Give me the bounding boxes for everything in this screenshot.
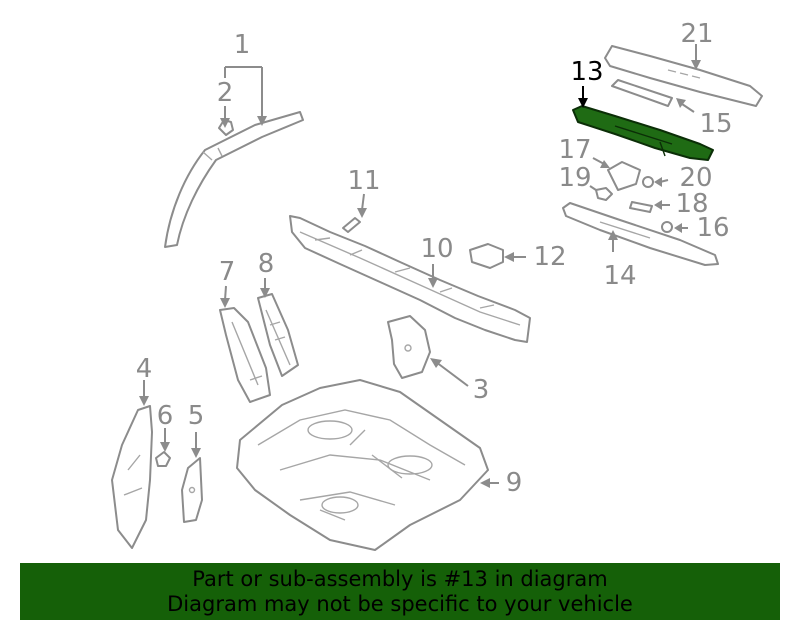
callout-4: 4 xyxy=(136,354,153,384)
part-10-dash-panel xyxy=(289,215,531,343)
callout-8: 8 xyxy=(258,249,275,279)
callout-5: 5 xyxy=(188,401,205,431)
part-11-bolt xyxy=(342,217,361,233)
parts-diagram: 1 2 3 4 5 6 7 8 9 10 11 12 13 14 15 16 1… xyxy=(111,19,763,551)
callout-12: 12 xyxy=(533,242,566,272)
callout-15: 15 xyxy=(699,109,732,139)
part-1-pillar-trim xyxy=(164,111,304,248)
part-19-plug xyxy=(595,187,613,201)
info-banner: Part or sub-assembly is #13 in diagram D… xyxy=(20,563,780,620)
part-14-lower-sill xyxy=(562,202,719,266)
callout-16: 16 xyxy=(696,213,729,243)
banner-line-disclaimer: Diagram may not be specific to your vehi… xyxy=(167,592,633,616)
part-5-side-panel xyxy=(181,457,203,523)
callout-21: 21 xyxy=(680,19,713,49)
banner-line-part-number: Part or sub-assembly is #13 in diagram xyxy=(192,567,608,591)
callout-17: 17 xyxy=(558,135,591,165)
part-8-pillar-reinforcement xyxy=(257,293,299,377)
part-3-bracket xyxy=(387,315,431,379)
callout-19: 19 xyxy=(558,163,591,193)
callout-9: 9 xyxy=(506,468,523,498)
part-13-highlighted xyxy=(572,105,714,161)
callout-6: 6 xyxy=(157,401,174,431)
callout-10: 10 xyxy=(420,234,453,264)
callout-labels: 1 2 3 4 5 6 7 8 9 10 11 12 13 14 15 16 1… xyxy=(136,19,733,498)
leader-lines xyxy=(139,44,701,488)
part-9-floor-pan xyxy=(236,379,489,551)
part-4-lower-panel xyxy=(111,405,153,549)
part-15-trim-strip xyxy=(611,79,673,107)
callout-7: 7 xyxy=(219,257,236,287)
callout-1: 1 xyxy=(234,30,251,60)
callout-20: 20 xyxy=(679,163,712,193)
part-18-spring xyxy=(629,201,653,213)
callout-2: 2 xyxy=(217,78,234,108)
callout-13: 13 xyxy=(570,57,603,87)
part-21-sill-plate xyxy=(604,45,763,107)
part-7-pillar-reinforcement xyxy=(219,307,271,403)
part-20-nut xyxy=(642,176,654,188)
part-17-bracket xyxy=(607,161,641,191)
part-16-clip xyxy=(661,221,673,233)
callout-14: 14 xyxy=(603,261,636,291)
callout-3: 3 xyxy=(473,375,490,405)
part-6-clip xyxy=(155,451,171,467)
part-12-module xyxy=(469,243,504,269)
callout-11: 11 xyxy=(347,166,380,196)
callout-18: 18 xyxy=(675,189,708,219)
